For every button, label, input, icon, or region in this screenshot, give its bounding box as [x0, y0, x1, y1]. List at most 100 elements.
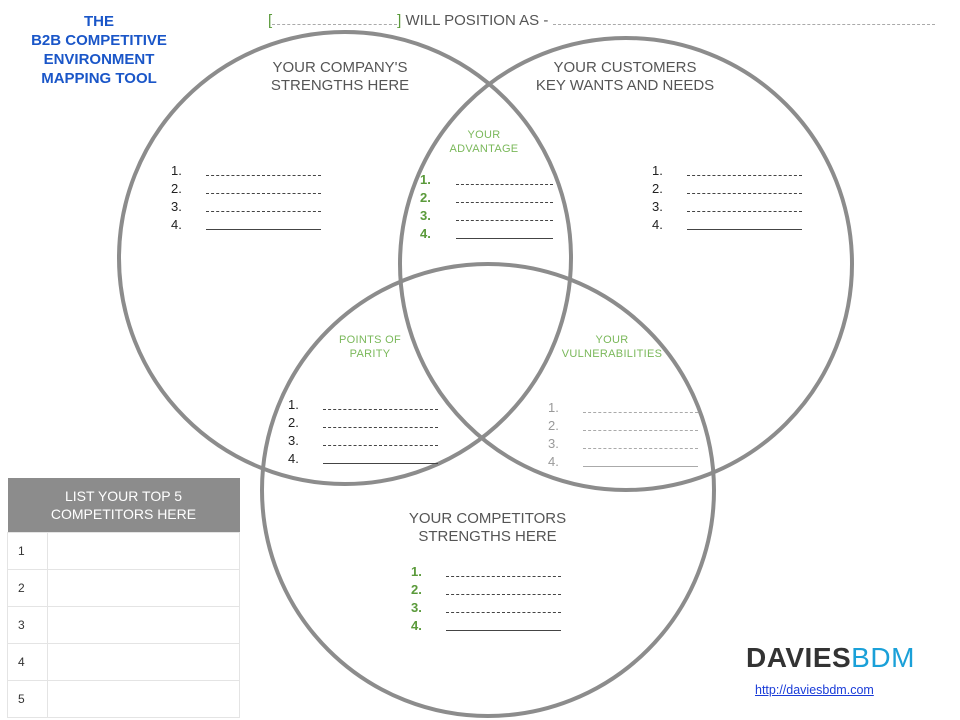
list-item: 4.: [171, 216, 331, 234]
advantage-list: 1. 2. 3. 4.: [420, 171, 560, 243]
list-item: 1.: [548, 399, 708, 417]
company-circle: [117, 30, 573, 486]
entry-line[interactable]: [583, 412, 698, 413]
list-item: 4.: [411, 617, 571, 635]
competitors-table: LIST YOUR TOP 5 COMPETITORS HERE 1 2 3 4…: [7, 478, 240, 718]
customer-needs-list: 1. 2. 3. 4.: [652, 162, 812, 234]
customers-heading-line-2: KEY WANTS AND NEEDS: [535, 77, 715, 94]
entry-line[interactable]: [456, 220, 553, 221]
table-row: 2: [7, 568, 240, 607]
title-line-3: ENVIRONMENT: [43, 51, 155, 68]
open-bracket: [: [268, 12, 273, 29]
entry-line[interactable]: [323, 427, 438, 428]
entry-line[interactable]: [206, 193, 321, 194]
title-line-4: MAPPING TOOL: [41, 70, 157, 87]
vulnerabilities-list: 1. 2. 3. 4.: [548, 399, 708, 471]
competitors-table-header: LIST YOUR TOP 5 COMPETITORS HERE: [7, 478, 240, 532]
entry-line[interactable]: [456, 184, 553, 185]
entry-line[interactable]: [323, 463, 438, 464]
competitors-strengths-list: 1. 2. 3. 4.: [411, 563, 571, 635]
list-item: 2.: [652, 180, 812, 198]
table-row: 3: [7, 605, 240, 644]
entry-line[interactable]: [687, 193, 802, 194]
row-number: 4: [7, 642, 48, 681]
entry-line[interactable]: [456, 202, 553, 203]
list-item: 3.: [171, 198, 331, 216]
company-name-blank[interactable]: [272, 12, 398, 25]
entry-line[interactable]: [446, 630, 561, 631]
row-number: 2: [7, 568, 48, 607]
entry-line[interactable]: [583, 466, 698, 467]
entry-line[interactable]: [446, 576, 561, 577]
list-item: 2.: [411, 581, 571, 599]
list-item: 1.: [411, 563, 571, 581]
competitor-entry-cell[interactable]: [47, 642, 240, 681]
list-item: 4.: [288, 450, 448, 468]
title-line-2: B2B COMPETITIVE: [31, 32, 167, 49]
list-item: 3.: [288, 432, 448, 450]
positioning-blank[interactable]: [552, 12, 935, 25]
table-row: 4: [7, 642, 240, 681]
competitors-strengths-heading: YOUR COMPETITORS STRENGTHS HERE: [375, 510, 600, 546]
entry-line[interactable]: [446, 594, 561, 595]
entry-line[interactable]: [323, 409, 438, 410]
advantage-label-line-1: YOUR: [467, 129, 501, 141]
company-strengths-list: 1. 2. 3. 4.: [171, 162, 331, 234]
list-item: 2.: [420, 189, 560, 207]
company-strengths-heading: YOUR COMPANY'S STRENGTHS HERE: [240, 59, 440, 95]
entry-line[interactable]: [687, 211, 802, 212]
table-header-line-2: COMPETITORS HERE: [50, 505, 197, 522]
entry-line[interactable]: [583, 448, 698, 449]
competitor-entry-cell[interactable]: [47, 531, 240, 570]
entry-line[interactable]: [206, 175, 321, 176]
competitor-entry-cell[interactable]: [47, 679, 240, 718]
list-item: 1.: [420, 171, 560, 189]
list-item: 1.: [652, 162, 812, 180]
parity-label-line-2: PARITY: [349, 348, 391, 360]
entry-line[interactable]: [687, 175, 802, 176]
positioning-text: WILL POSITION AS -: [405, 12, 549, 29]
competitor-entry-cell[interactable]: [47, 605, 240, 644]
list-item: 2.: [548, 417, 708, 435]
list-item: 4.: [420, 225, 560, 243]
logo-part-bdm: BDM: [851, 642, 915, 673]
daviesbdm-logo: DAVIESBDM: [746, 642, 915, 674]
entry-line[interactable]: [456, 238, 553, 239]
list-item: 2.: [171, 180, 331, 198]
close-bracket: ]: [397, 12, 402, 29]
table-row: 5: [7, 679, 240, 718]
vulnerabilities-label-line-2: VULNERABILITIES: [561, 348, 663, 360]
list-item: 4.: [548, 453, 708, 471]
customers-heading-line-1: YOUR CUSTOMERS: [553, 59, 697, 76]
company-heading-line-2: STRENGTHS HERE: [270, 77, 410, 94]
list-item: 3.: [411, 599, 571, 617]
table-row: 1: [7, 531, 240, 570]
table-header-line-1: LIST YOUR TOP 5: [65, 487, 182, 504]
list-item: 3.: [548, 435, 708, 453]
entry-line[interactable]: [323, 445, 438, 446]
entry-line[interactable]: [206, 229, 321, 230]
entry-line[interactable]: [687, 229, 802, 230]
website-link[interactable]: http://daviesbdm.com: [755, 683, 874, 697]
vulnerabilities-label-line-1: YOUR: [595, 334, 629, 346]
tool-title: THE B2B COMPETITIVE ENVIRONMENT MAPPING …: [0, 12, 198, 88]
advantage-label: YOUR ADVANTAGE: [434, 128, 534, 156]
list-item: 3.: [420, 207, 560, 225]
row-number: 1: [7, 531, 48, 570]
row-number: 5: [7, 679, 48, 718]
competitor-entry-cell[interactable]: [47, 568, 240, 607]
vulnerabilities-label: YOUR VULNERABILITIES: [552, 333, 672, 361]
parity-list: 1. 2. 3. 4.: [288, 396, 448, 468]
title-line-1: THE: [84, 13, 114, 30]
entry-line[interactable]: [206, 211, 321, 212]
list-item: 2.: [288, 414, 448, 432]
customer-needs-heading: YOUR CUSTOMERS KEY WANTS AND NEEDS: [505, 59, 745, 95]
advantage-label-line-2: ADVANTAGE: [449, 143, 519, 155]
parity-label: POINTS OF PARITY: [320, 333, 420, 361]
list-item: 1.: [288, 396, 448, 414]
list-item: 3.: [652, 198, 812, 216]
company-heading-line-1: YOUR COMPANY'S: [272, 59, 408, 76]
parity-label-line-1: POINTS OF: [339, 334, 401, 346]
entry-line[interactable]: [583, 430, 698, 431]
entry-line[interactable]: [446, 612, 561, 613]
